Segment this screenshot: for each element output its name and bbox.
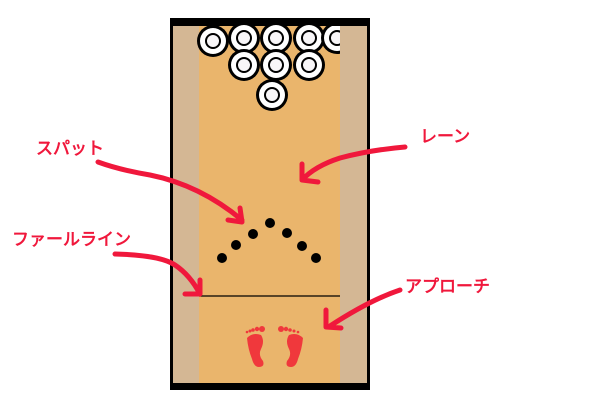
right-gutter (340, 26, 367, 383)
lane-label: レーン (420, 127, 471, 147)
pin (260, 22, 292, 54)
pin (260, 49, 292, 81)
footprints-icon (245, 326, 303, 367)
pin (228, 49, 260, 81)
spot-marker (265, 218, 275, 228)
pins (197, 22, 340, 111)
pin (228, 22, 260, 54)
spot-marker (311, 253, 321, 263)
pin (321, 26, 340, 54)
approach-label: アプローチ (405, 277, 490, 297)
spot-marker (217, 253, 227, 263)
spot-marker (231, 240, 241, 250)
spot-label: スパット (36, 139, 104, 159)
pin (293, 49, 325, 81)
foul-line-label: ファールライン (12, 230, 131, 250)
spot-marker (297, 241, 307, 251)
spot-marker (282, 228, 292, 238)
pin (197, 25, 229, 57)
spot-marker (248, 229, 258, 239)
spot-markers (217, 218, 321, 263)
spot-arrow (95, 159, 245, 225)
left-gutter (173, 26, 199, 383)
pin (256, 79, 288, 111)
foul-line-arrow (112, 251, 203, 297)
lane-arrow (299, 144, 408, 185)
pin (293, 22, 325, 54)
approach-arrow (323, 287, 403, 331)
